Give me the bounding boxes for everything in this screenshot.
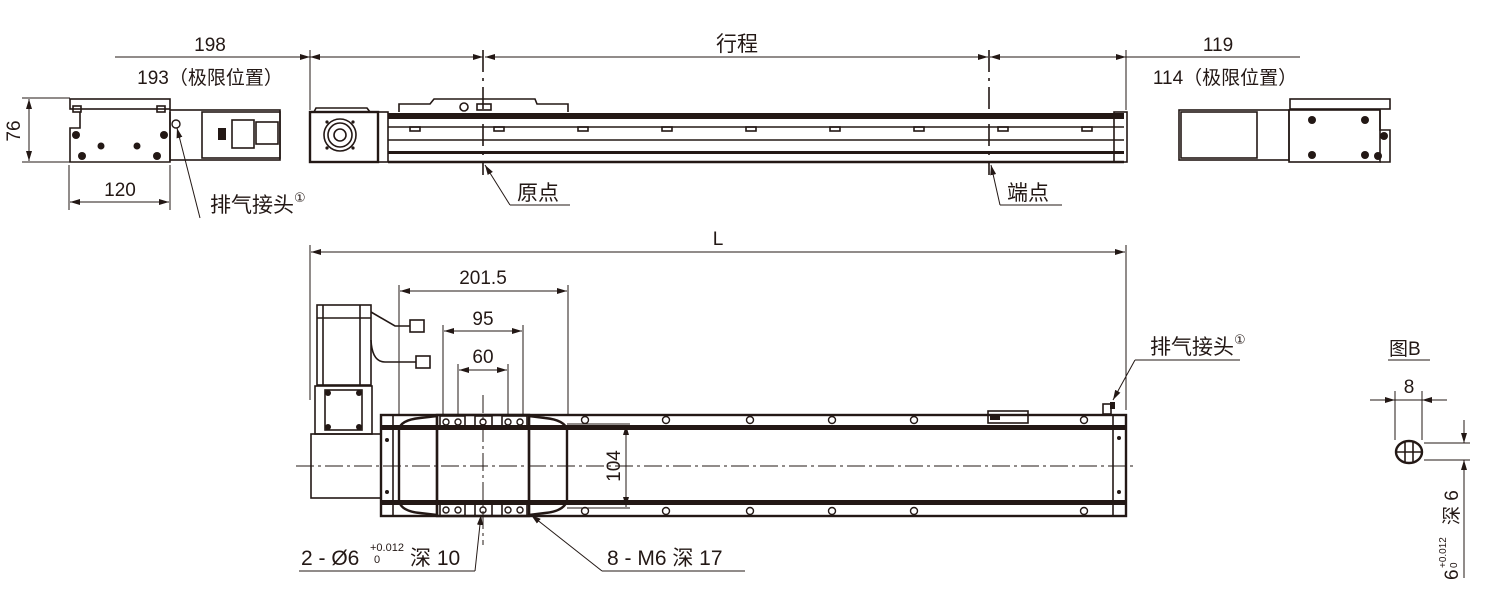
pin-hole-tol-lower: 0 xyxy=(374,554,380,566)
detail-b-width: 8 xyxy=(1404,377,1415,398)
exhaust-label-right: 排气接头① xyxy=(1150,332,1246,359)
stroke-label: 行程 xyxy=(716,33,758,56)
dim-193-limit: 193（极限位置） xyxy=(137,67,283,89)
pin-hole-depth: 深 10 xyxy=(410,547,460,570)
dim-104: 104 xyxy=(604,450,625,482)
rail-slots xyxy=(409,126,1093,132)
dim-95: 95 xyxy=(472,309,493,330)
dim-120: 120 xyxy=(104,180,136,201)
detail-b-tol-upper: +0.012 xyxy=(1438,537,1449,568)
side-view: 行程 xyxy=(308,33,1300,206)
detail-b-depth: 6 xyxy=(1442,569,1463,580)
right-end-view: 119 114（极限位置） xyxy=(1153,35,1391,163)
dim-L: L xyxy=(713,229,724,250)
exhaust-fitting-icon xyxy=(171,119,181,129)
left-end-view: 198 193（极限位置） 76 120 排气接头① xyxy=(4,35,311,219)
tap-callout: 8 - M6 深 17 xyxy=(607,547,723,570)
dim-198: 198 xyxy=(194,35,226,56)
detail-b-tol-lower: 0 xyxy=(1449,562,1460,568)
detail-b: 图B 8 6 +0.012 0 深 6 xyxy=(1370,339,1470,580)
dim-114-limit: 114（极限位置） xyxy=(1153,67,1297,89)
detail-b-title: 图B xyxy=(1389,339,1421,360)
dim-60: 60 xyxy=(472,347,493,368)
dim-119: 119 xyxy=(1203,35,1233,56)
carriage-bolts xyxy=(439,415,528,517)
dim-201-5: 201.5 xyxy=(459,268,507,289)
end-label: 端点 xyxy=(1007,182,1049,205)
detail-b-depth-suffix: 深 6 xyxy=(1441,490,1463,525)
plan-view: L 201.5 95 60 xyxy=(296,229,1246,572)
exhaust-label-left: 排气接头① xyxy=(210,190,306,217)
origin-label: 原点 xyxy=(517,182,559,205)
pin-hole-tol-upper: +0.012 xyxy=(370,542,404,554)
dim-76: 76 xyxy=(4,120,25,141)
pin-hole-callout: 2 - Ø6 xyxy=(301,547,359,570)
